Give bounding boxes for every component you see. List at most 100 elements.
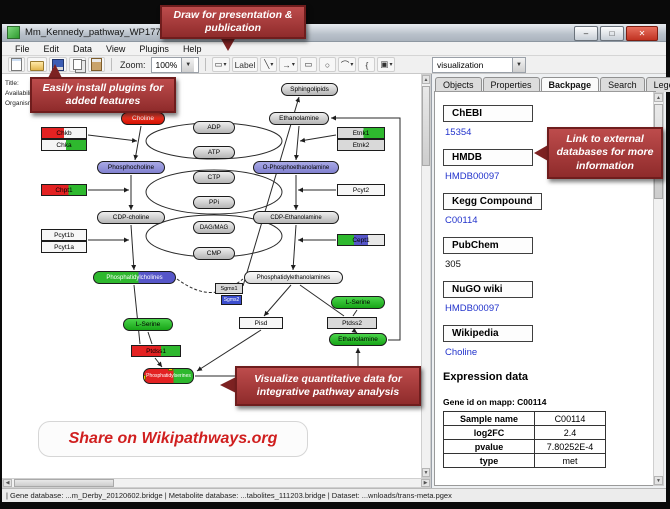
node-sgms1[interactable]: Sgms1: [215, 283, 243, 294]
node-chkb[interactable]: Chkb: [41, 127, 87, 139]
node-ctp[interactable]: CTP: [193, 171, 235, 184]
node-l-serine[interactable]: L-Serine: [123, 318, 173, 331]
scroll-right-icon[interactable]: ▶: [421, 479, 430, 487]
oval-tool-icon: ○: [324, 59, 330, 70]
menu-data[interactable]: Data: [73, 43, 93, 54]
section-value-wikipedia[interactable]: Choline: [445, 347, 478, 358]
node-ppi[interactable]: PPi: [193, 196, 235, 209]
selection-handle[interactable]: [144, 369, 146, 371]
node-pcyt1a[interactable]: Pcyt1a: [41, 241, 87, 253]
paste-button[interactable]: [88, 57, 105, 72]
selection-handle[interactable]: [167, 369, 173, 371]
oval-tool[interactable]: ○: [318, 57, 336, 72]
scroll-down-icon[interactable]: ▼: [654, 476, 663, 485]
tab-search[interactable]: Search: [600, 77, 645, 92]
node-etnk1[interactable]: Etnk1: [337, 127, 385, 139]
section-value-pubchem: 305: [445, 259, 461, 270]
tab-legend[interactable]: Legend: [645, 77, 670, 92]
menu-edit[interactable]: Edit: [43, 43, 60, 54]
template-tool-icon: ▣: [380, 59, 389, 69]
node-ethanolamine[interactable]: Ethanolamine: [269, 112, 329, 125]
node-cept1[interactable]: Cept1: [337, 234, 385, 246]
scroll-down-icon[interactable]: ▼: [422, 468, 430, 477]
node-cdp-choline[interactable]: CDP-choline: [97, 211, 165, 224]
node-phosphatidylethanolamines[interactable]: Phosphatidylethanolamines: [244, 271, 343, 284]
menu-plugins[interactable]: Plugins: [139, 43, 169, 54]
pathway-edge: [145, 169, 283, 215]
node-label: Chpt1: [55, 186, 73, 194]
node-o-phosphoethanolamine[interactable]: O-Phosphoethanolamine: [253, 161, 339, 174]
section-header-wikipedia: Wikipedia: [443, 325, 533, 342]
node-pcyt2[interactable]: Pcyt2: [337, 184, 385, 196]
node-pisd[interactable]: Pisd: [239, 317, 283, 329]
visualization-combo[interactable]: visualization ▼: [432, 57, 526, 73]
callout-visualize-data: Visualize quantitative data for integrat…: [235, 366, 421, 406]
menu-help[interactable]: Help: [182, 43, 202, 54]
node-pcyt1b[interactable]: Pcyt1b: [41, 229, 87, 241]
selection-handle[interactable]: [168, 383, 173, 384]
selection-handle[interactable]: [144, 375, 146, 380]
node-sgms2[interactable]: Sgms2: [221, 295, 242, 305]
menu-file[interactable]: File: [15, 43, 30, 54]
node-cmp[interactable]: CMP: [193, 247, 235, 260]
pathway-edge: [147, 331, 153, 345]
scrollbar-thumb[interactable]: [14, 479, 114, 487]
node-cdp-ethanolamine[interactable]: CDP-Ethanolamine: [253, 211, 339, 224]
section-value-nugo-wiki[interactable]: HMDB00097: [445, 303, 500, 314]
folder-icon: [30, 60, 44, 71]
chevron-down-icon[interactable]: ▼: [512, 58, 525, 72]
scrollbar-thumb[interactable]: [422, 86, 430, 166]
arc-tool[interactable]: ⌒▾: [337, 57, 357, 72]
node-chpt1[interactable]: Chpt1: [41, 184, 87, 196]
node-sphingolipids[interactable]: Sphingolipids: [281, 83, 338, 96]
node-chka[interactable]: Chka: [41, 139, 87, 151]
tab-backpage[interactable]: Backpage: [540, 77, 600, 92]
node-ptdss1[interactable]: Ptdss1: [131, 345, 181, 357]
pathway-edge: [133, 125, 142, 161]
section-value-kegg-compound[interactable]: C00114: [445, 215, 478, 226]
tab-properties[interactable]: Properties: [482, 77, 540, 92]
datanode-tool[interactable]: ▭▾: [211, 57, 230, 72]
section-value-hmdb[interactable]: HMDB00097: [445, 171, 500, 182]
minimize-button[interactable]: –: [574, 26, 598, 41]
tab-objects[interactable]: Objects: [435, 77, 482, 92]
node-atp[interactable]: ATP: [193, 146, 235, 159]
section-header-chebi: ChEBI: [443, 105, 533, 122]
node-etnk2[interactable]: Etnk2: [337, 139, 385, 151]
node-label: CMP: [206, 250, 222, 257]
node-phosphocholine[interactable]: Phosphocholine: [97, 161, 165, 174]
expression-data-heading: Expression data: [443, 371, 528, 383]
node-phosphatidylcholines[interactable]: Phosphatidylcholines: [93, 271, 176, 284]
open-button[interactable]: [27, 57, 47, 72]
titlebar[interactable]: Mm_Kennedy_pathway_WP1771_45176.gpml... …: [2, 24, 666, 42]
node-phosphatidylserines[interactable]: Phosphatidylserines: [143, 368, 194, 384]
line-tool[interactable]: ╲▾: [260, 57, 278, 72]
chevron-down-icon[interactable]: ▼: [181, 57, 195, 72]
label-tool[interactable]: Label: [231, 57, 259, 72]
node-adp[interactable]: ADP: [193, 121, 235, 134]
copy-button[interactable]: [69, 57, 86, 72]
arrow-tool[interactable]: →▾: [279, 57, 298, 72]
menu-view[interactable]: View: [106, 43, 126, 54]
zoom-combo[interactable]: 100% ▼: [150, 56, 199, 73]
scroll-left-icon[interactable]: ◀: [3, 479, 12, 487]
node-label: Phosphatidylserines: [146, 373, 191, 379]
scroll-up-icon[interactable]: ▲: [422, 75, 430, 84]
canvas-horizontal-scrollbar[interactable]: ◀ ▶: [2, 478, 431, 488]
new-file-button[interactable]: [8, 57, 25, 72]
node-dag-mag[interactable]: DAG/MAG: [193, 221, 235, 234]
brace-tool[interactable]: {: [358, 57, 376, 72]
close-button[interactable]: ✕: [626, 26, 658, 41]
callout-arrow-left-icon: [534, 145, 548, 161]
node-ethanolamine[interactable]: Ethanolamine: [329, 333, 387, 346]
scroll-up-icon[interactable]: ▲: [654, 93, 663, 102]
section-value-chebi[interactable]: 15354: [445, 127, 472, 138]
node-choline[interactable]: Choline: [121, 112, 165, 125]
canvas-vertical-scrollbar[interactable]: ▲ ▼: [421, 74, 431, 478]
template-tool[interactable]: ▣▾: [377, 57, 396, 72]
maximize-button[interactable]: □: [600, 26, 624, 41]
node-ptdss2[interactable]: Ptdss2: [327, 317, 377, 329]
rectangle-tool[interactable]: ▭: [299, 57, 317, 72]
node-l-serine[interactable]: L-Serine: [331, 296, 385, 309]
